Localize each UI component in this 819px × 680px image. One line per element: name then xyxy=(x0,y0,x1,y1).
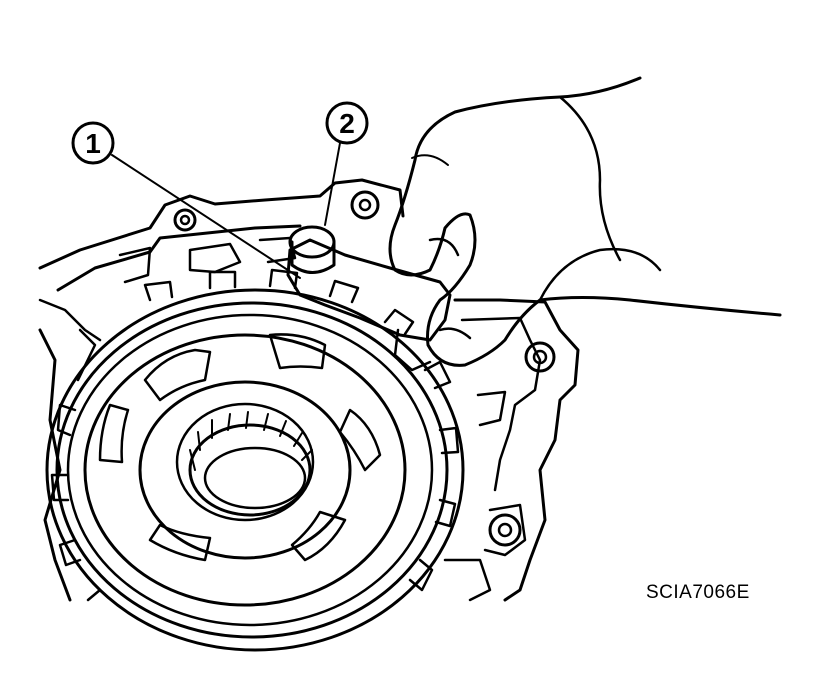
clutch-drum xyxy=(45,268,465,652)
callout-2-number: 2 xyxy=(339,108,355,139)
hand xyxy=(388,76,782,367)
callout-1-number: 1 xyxy=(85,128,101,159)
callout-2-leader xyxy=(324,142,341,226)
hand-tool xyxy=(286,225,452,372)
callout-2: 2 xyxy=(324,101,369,226)
callout-1: 1 xyxy=(71,121,301,279)
transmission-case xyxy=(38,178,580,602)
callout-1-leader xyxy=(111,154,301,279)
reference-code: SCIA7066E xyxy=(646,582,750,603)
clutch-hub xyxy=(83,333,407,607)
